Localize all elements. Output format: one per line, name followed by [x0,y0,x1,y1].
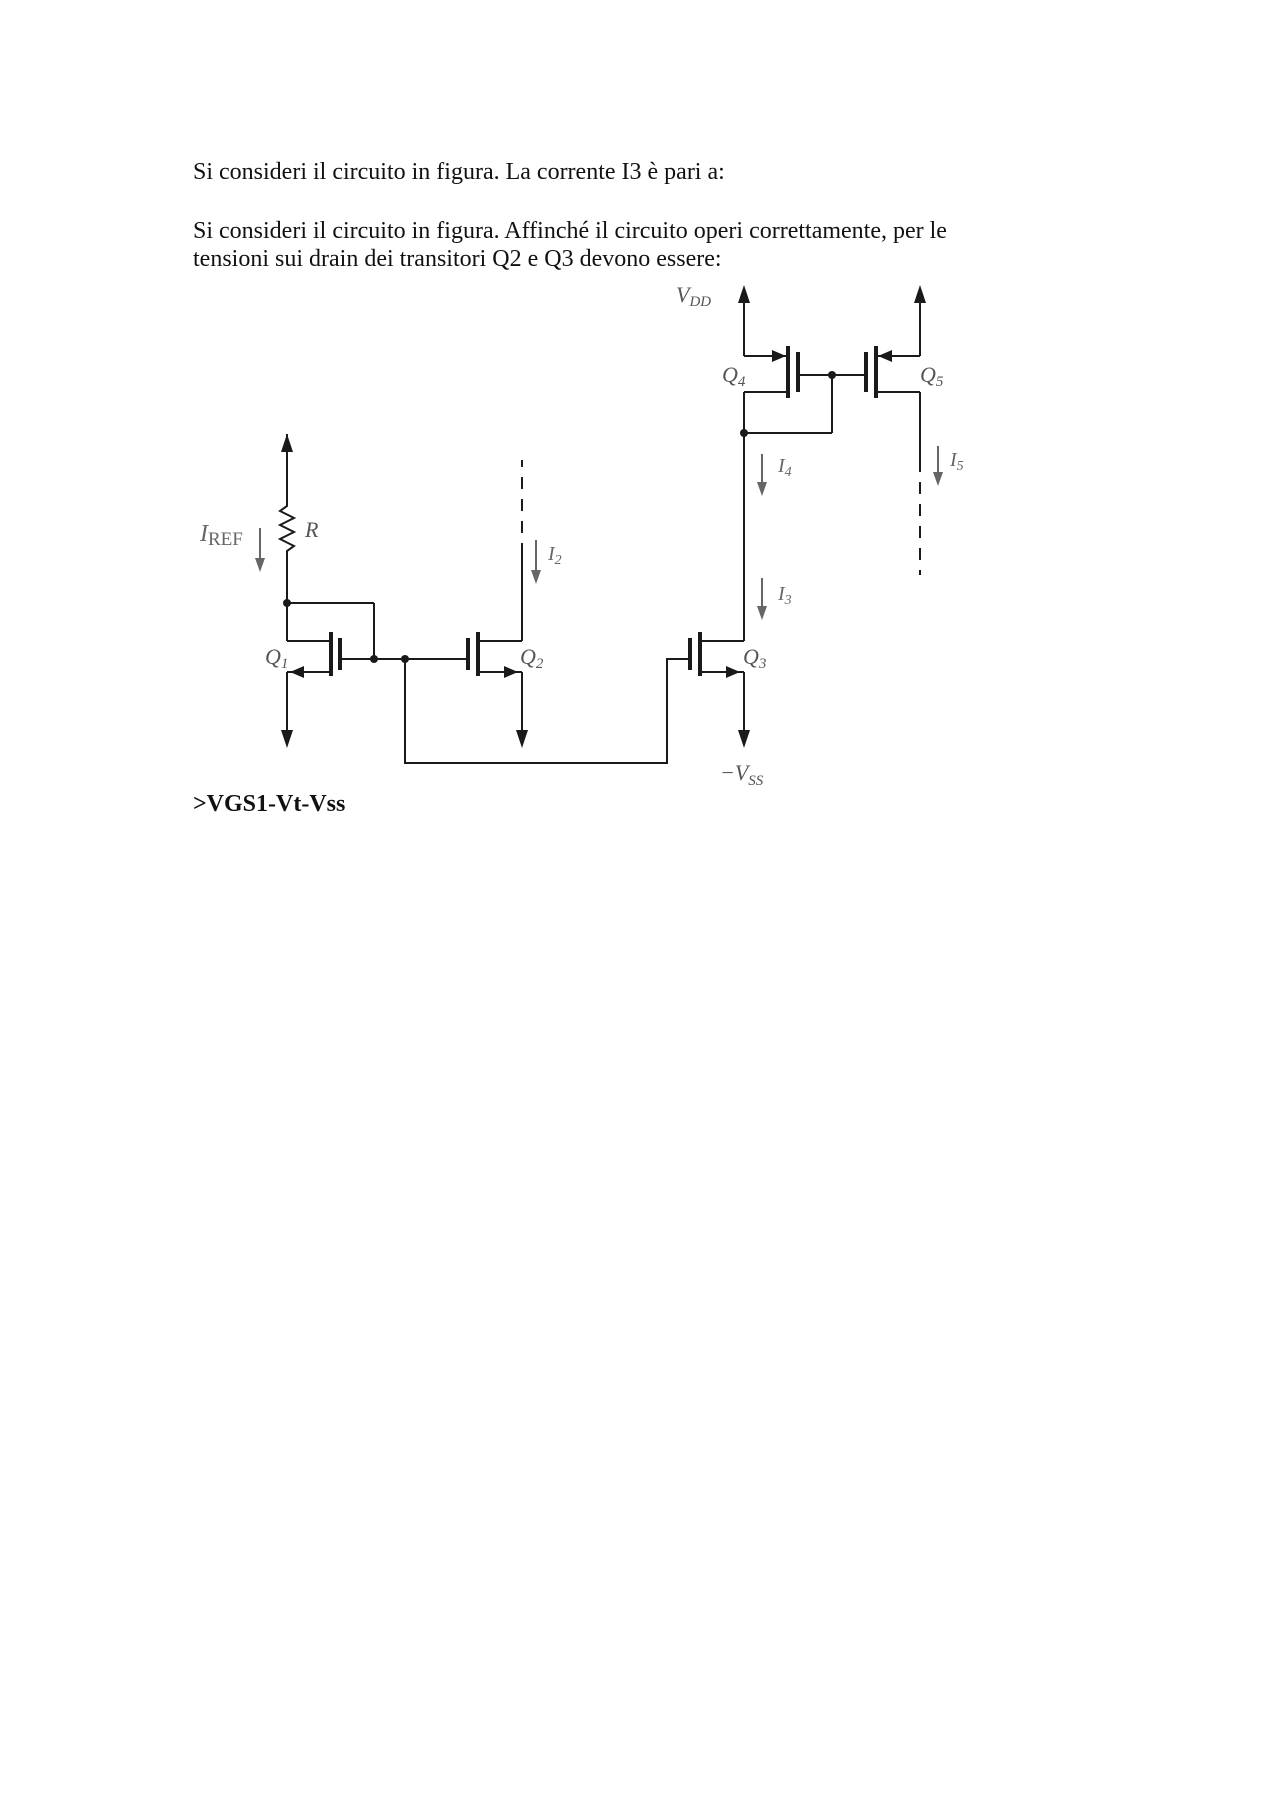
answer-text: >VGS1-Vt-Vss [193,791,346,817]
i2-label: I2 [547,543,562,568]
transistor-q2: Q2 I2 [405,460,562,748]
vss-label: −VSS [720,760,764,789]
transistor-q1: Q1 [265,599,409,748]
circuit-diagram: R IREF Q1 [199,282,964,789]
resistor-label: R [304,517,319,542]
transistor-q5: Q5 I5 [864,285,964,575]
vdd-label: VDD [676,282,711,310]
q2-label: Q2 [520,644,544,672]
q1-label: Q1 [265,644,288,672]
q5-label: Q5 [920,362,944,390]
gate-bus-wire [404,658,690,764]
i4-label: I4 [777,455,792,480]
question-2-text-line-2: tensioni sui drain dei transitori Q2 e Q… [193,246,722,272]
i5-label: I5 [949,449,964,474]
q4-label: Q4 [722,362,746,390]
transistor-q4: Q4 VDD [676,282,866,437]
question-2-text-line-1: Si consideri il circuito in figura. Affi… [193,218,947,244]
reference-branch: R IREF [199,434,319,603]
question-1-text: Si consideri il circuito in figura. La c… [193,159,725,185]
iref-label: IREF [199,521,243,550]
resistor-r [277,500,297,603]
i3-label: I3 [777,583,792,608]
transistor-q3: Q3 −VSS I3 I4 [688,433,792,789]
q3-label: Q3 [743,644,766,672]
